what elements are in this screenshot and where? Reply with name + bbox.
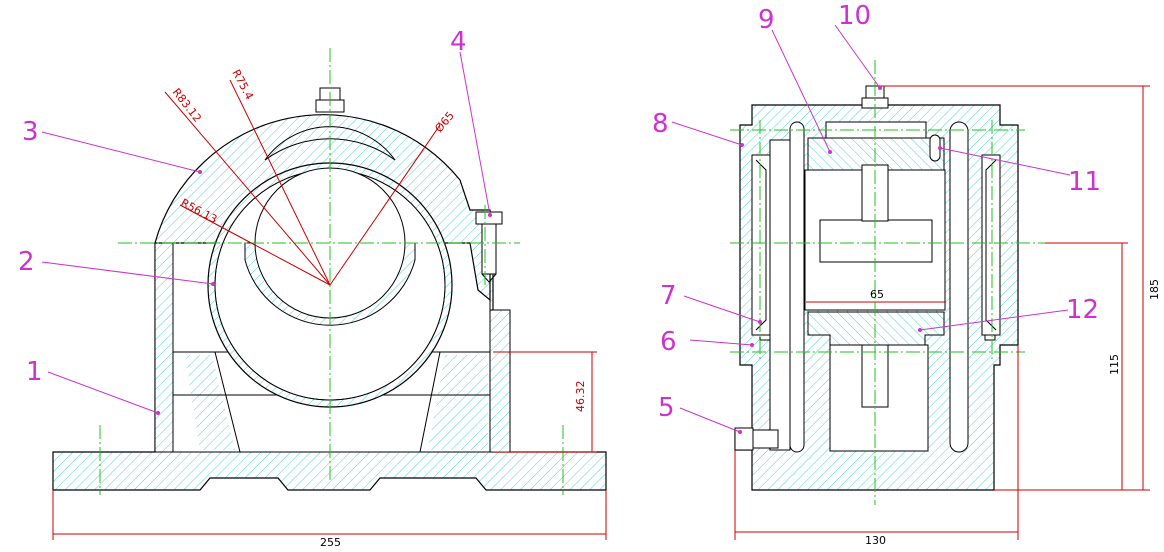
balloon-8: 8 (652, 109, 669, 139)
balloon-11: 11 (1068, 167, 1101, 197)
balloon-2: 2 (18, 247, 35, 277)
side-view: 65 185 115 130 (730, 60, 1161, 547)
housing-left-wall (154, 242, 174, 453)
dim-115: 115 (1108, 354, 1121, 375)
balloon-10: 10 (838, 1, 871, 31)
side-centerlines (730, 60, 1045, 505)
balloon-9: 9 (758, 5, 775, 35)
balloon-4: 4 (450, 27, 467, 57)
front-view: R83.12 R75.4 Ø65 R56.13 46.32 255 (52, 48, 607, 549)
dim-130: 130 (865, 534, 886, 547)
screw-5 (734, 427, 779, 451)
balloon-labels: 1 2 3 4 5 6 7 8 9 10 11 12 (18, 1, 1101, 423)
side-dim-lines (734, 85, 1150, 540)
balloon-1: 1 (26, 357, 43, 387)
balloon-12: 12 (1066, 295, 1099, 325)
dim-4632: 46.32 (574, 381, 587, 413)
dim-r754: R75.4 (229, 67, 256, 101)
front-dim-lines (52, 79, 607, 540)
dim-255: 255 (320, 536, 341, 549)
balloon-5: 5 (658, 393, 675, 423)
balloon-6: 6 (660, 327, 677, 357)
housing-right-wall (489, 309, 511, 453)
leader-dots (156, 86, 942, 434)
balloon-3: 3 (22, 117, 39, 147)
leader-lines (41, 24, 1071, 433)
front-centerlines (99, 48, 564, 495)
side-lower-block (807, 311, 945, 346)
shaft (819, 219, 933, 263)
seal-left (751, 154, 771, 336)
balloon-7: 7 (660, 281, 677, 311)
dim-185: 185 (1148, 279, 1161, 300)
seal-right (981, 154, 1001, 336)
dim-r8312: R83.12 (170, 86, 204, 125)
dim-65: 65 (870, 288, 884, 301)
